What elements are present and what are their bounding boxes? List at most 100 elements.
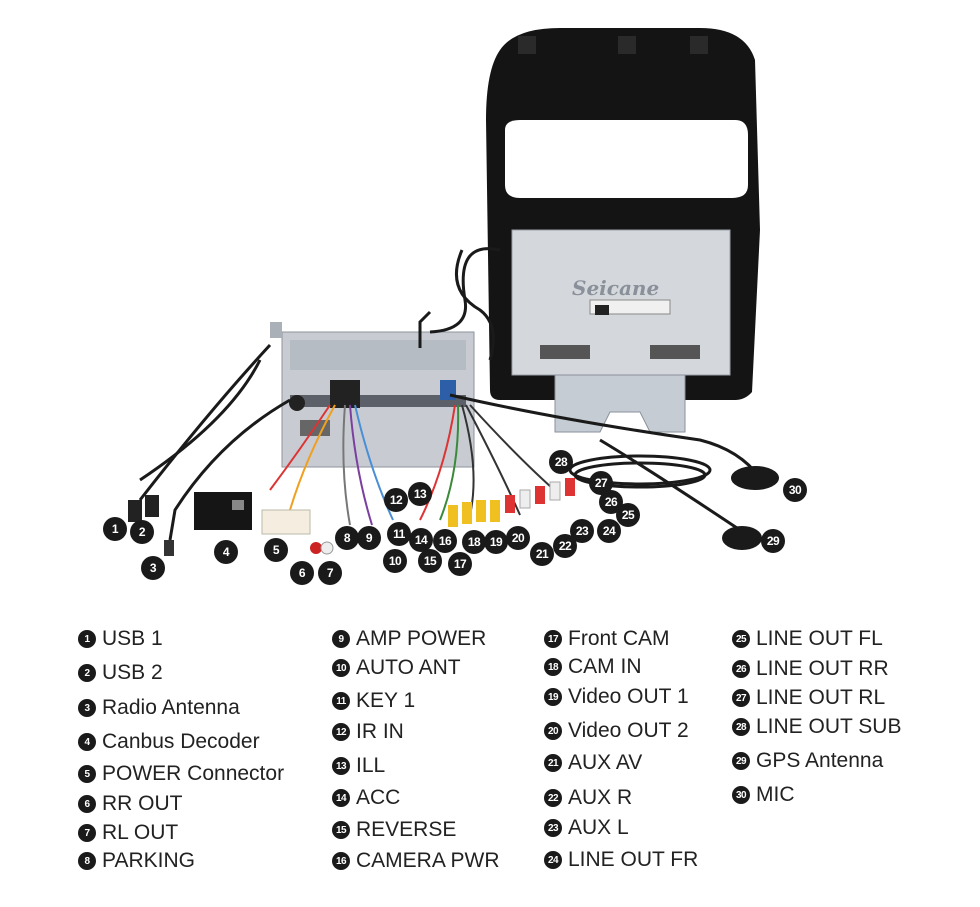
callout-30: 30 <box>783 478 807 502</box>
legend-number: 26 <box>732 660 750 678</box>
legend-label: IR IN <box>356 720 404 743</box>
brand-logo: Seicane <box>572 276 659 300</box>
legend-label: LINE OUT FL <box>756 627 883 650</box>
rr-out-rca <box>310 542 322 554</box>
canbus-decoder-box <box>194 492 252 530</box>
legend-label: AUX L <box>568 816 629 839</box>
legend-item-30: 30 MIC <box>732 782 795 808</box>
legend-number: 19 <box>544 688 562 706</box>
legend-item-5: 5 POWER Connector <box>78 761 284 787</box>
legend-label: GPS Antenna <box>756 749 884 772</box>
legend-label: AUX AV <box>568 751 643 774</box>
legend-number: 16 <box>332 852 350 870</box>
legend-label: Radio Antenna <box>102 696 240 719</box>
radio-antenna-plug <box>164 540 174 556</box>
radio-unit-drawing: Seicane <box>128 28 779 556</box>
legend-number: 1 <box>78 630 96 648</box>
legend-item-28: 28 LINE OUT SUB <box>732 714 901 740</box>
callout-11: 11 <box>387 522 411 546</box>
callout-18: 18 <box>462 530 486 554</box>
callout-12: 12 <box>384 488 408 512</box>
callout-23: 23 <box>570 519 594 543</box>
legend-number: 14 <box>332 789 350 807</box>
legend-label: LINE OUT RR <box>756 657 889 680</box>
legend-number: 15 <box>332 821 350 839</box>
legend-item-12: 12 IR IN <box>332 719 404 745</box>
legend-number: 22 <box>544 789 562 807</box>
legend-number: 9 <box>332 630 350 648</box>
legend-number: 12 <box>332 723 350 741</box>
legend-number: 17 <box>544 630 562 648</box>
legend-label: PARKING <box>102 849 195 872</box>
legend-label: Video OUT 1 <box>568 685 689 708</box>
legend-label: Canbus Decoder <box>102 730 260 753</box>
callout-20: 20 <box>506 526 530 550</box>
legend-number: 11 <box>332 692 350 710</box>
legend-label: REVERSE <box>356 818 457 841</box>
legend-label: ILL <box>356 754 386 777</box>
legend-number: 10 <box>332 659 350 677</box>
legend-item-24: 24 LINE OUT FR <box>544 847 698 873</box>
legend-label: LINE OUT RL <box>756 686 886 709</box>
callout-15: 15 <box>418 549 442 573</box>
legend-number: 25 <box>732 630 750 648</box>
legend-number: 18 <box>544 658 562 676</box>
usb-plug-2 <box>145 495 159 517</box>
legend-label: LINE OUT SUB <box>756 715 902 738</box>
legend-label: AMP POWER <box>356 627 487 650</box>
rl-out-rca <box>320 541 334 555</box>
callout-14: 14 <box>409 528 433 552</box>
legend-item-11: 11 KEY 1 <box>332 688 415 714</box>
legend-label: AUX R <box>568 786 633 809</box>
legend-label: USB 1 <box>102 627 163 650</box>
callout-13: 13 <box>408 482 432 506</box>
callout-4: 4 <box>214 540 238 564</box>
legend-number: 13 <box>332 757 350 775</box>
legend-label: Front CAM <box>568 627 670 650</box>
callout-29: 29 <box>761 529 785 553</box>
callout-17: 17 <box>448 552 472 576</box>
legend-label: Video OUT 2 <box>568 719 689 742</box>
legend-item-17: 17 Front CAM <box>544 626 670 652</box>
legend-item-1: 1 USB 1 <box>78 626 163 652</box>
legend-number: 29 <box>732 752 750 770</box>
legend-label: MIC <box>756 783 795 806</box>
callout-27: 27 <box>589 471 613 495</box>
legend-number: 30 <box>732 786 750 804</box>
callout-16: 16 <box>433 529 457 553</box>
legend-item-15: 15 REVERSE <box>332 817 456 843</box>
legend-label: POWER Connector <box>102 762 285 785</box>
gps-antenna-puck <box>722 526 762 550</box>
legend-number: 28 <box>732 718 750 736</box>
legend-number: 5 <box>78 765 96 783</box>
legend-label: KEY 1 <box>356 689 416 712</box>
callout-10: 10 <box>383 549 407 573</box>
legend-number: 24 <box>544 851 562 869</box>
legend-item-9: 9 AMP POWER <box>332 626 486 652</box>
legend-label: USB 2 <box>102 661 163 684</box>
bezel-top-opening <box>505 120 748 198</box>
legend-label: LINE OUT FR <box>568 848 699 871</box>
callout-3: 3 <box>141 556 165 580</box>
callout-2: 2 <box>130 520 154 544</box>
callout-1: 1 <box>103 517 127 541</box>
legend-number: 6 <box>78 795 96 813</box>
power-connector-block <box>261 509 311 535</box>
usb-plug-1 <box>128 500 142 522</box>
mic-puck <box>731 466 779 490</box>
callout-6: 6 <box>290 561 314 585</box>
callout-19: 19 <box>484 530 508 554</box>
